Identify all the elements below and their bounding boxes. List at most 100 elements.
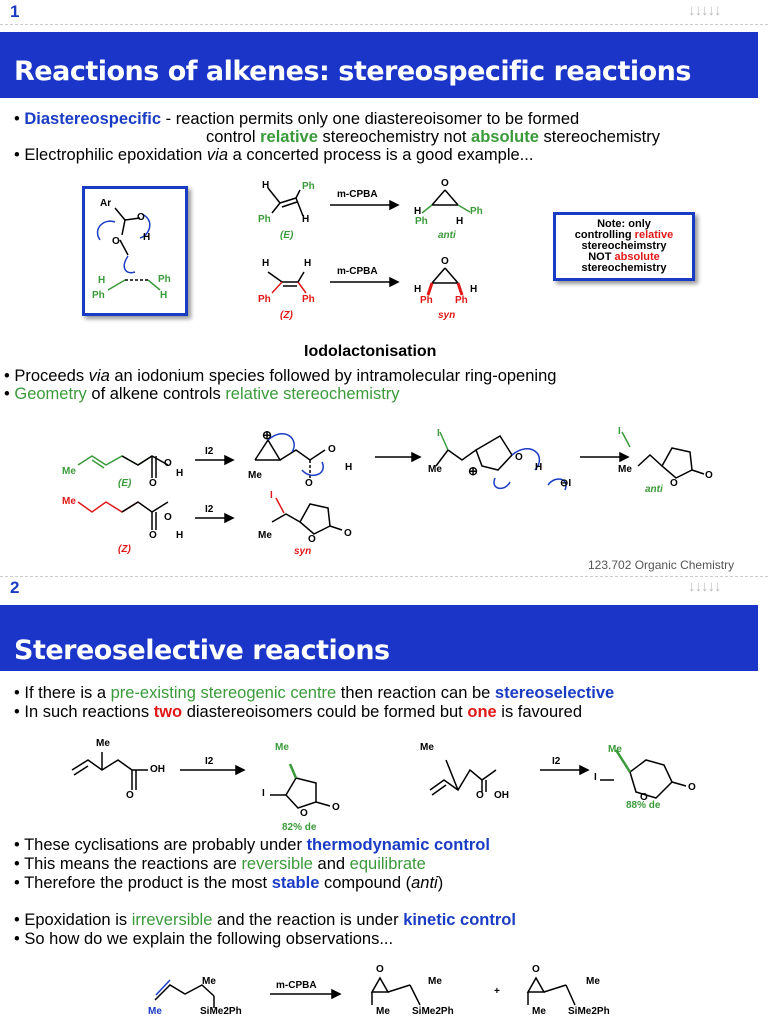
text: of alkene controls (86, 385, 226, 403)
atom-o: O (640, 792, 648, 803)
text: a concerted process is a good example... (228, 146, 534, 164)
note-line: stereochemistry (581, 262, 667, 274)
term-diastereospecific: Diastereospecific (24, 110, 162, 128)
atom-o: O (376, 964, 384, 975)
atom-oh: OH (494, 790, 509, 801)
reagent-i2: I2 (552, 756, 561, 767)
atom-me: Me (258, 530, 272, 541)
atom-o: O (441, 256, 449, 267)
term-relative-stereochemistry: relative stereochemistry (225, 385, 400, 403)
atom-h: H (304, 258, 312, 269)
de-value-2: 88% de (626, 800, 661, 811)
atom-o: O (332, 802, 340, 813)
atom-me: Me (428, 976, 442, 987)
text-via: via (88, 367, 110, 385)
silyl-group: SiMe2Ph (200, 1006, 242, 1017)
atom-h: H (414, 206, 422, 217)
atom-i: I (270, 490, 273, 501)
atom-o: O (300, 808, 308, 819)
atom-o: O (164, 512, 172, 523)
atom-o: O (688, 782, 696, 793)
atom-o: O (344, 528, 352, 539)
atom-h: H (470, 284, 478, 295)
atom-h: H (176, 530, 184, 541)
text: Proceeds (14, 367, 89, 385)
text: Epoxidation is (24, 911, 132, 929)
bullet-proceeds: • Proceeds via an iodonium species follo… (4, 367, 557, 385)
note-text: controlling (574, 229, 635, 241)
bullet-diastereospecific: • Diastereospecific - reaction permits o… (14, 110, 580, 128)
bullet-geometry: • Geometry of alkene controls relative s… (4, 385, 400, 403)
atom-me: Me (420, 742, 434, 753)
atom-o: O (476, 790, 484, 801)
term-thermodynamic: thermodynamic control (306, 836, 490, 854)
atom-o: O (328, 444, 336, 455)
atom-h: H (143, 232, 151, 243)
text-anti: anti (411, 874, 438, 892)
atom-h: H (345, 462, 353, 473)
bullet-observations: • So how do we explain the following obs… (14, 930, 394, 948)
nav-arrows-icon[interactable]: ↓↓↓↓↓ (688, 578, 721, 595)
text: Electrophilic epoxidation (24, 146, 207, 164)
footer-course: 123.702 Organic Chemistry (588, 558, 735, 572)
divider (0, 576, 768, 577)
atom-me: Me (62, 496, 76, 507)
atom-o: O (164, 458, 172, 469)
atom-ph: Ph (302, 294, 315, 305)
atom-ar: Ar (100, 198, 112, 209)
text: If there is a (24, 684, 111, 702)
atom-h: H (262, 258, 270, 269)
nav-arrows-icon[interactable]: ↓↓↓↓↓ (688, 2, 721, 19)
atom-ph: Ph (470, 206, 483, 217)
text: In such reactions (24, 703, 154, 721)
atom-me: Me (376, 1006, 390, 1017)
text: stereochemistry (538, 128, 660, 146)
bullet-thermodynamic: • These cyclisations are probably under … (14, 836, 490, 854)
atom-me: Me (62, 466, 76, 477)
atom-h: H (176, 468, 184, 479)
iodide-anion: ⊖I (560, 478, 572, 489)
atom-me: Me (148, 1006, 162, 1017)
note-line: Note: only (597, 218, 651, 230)
atom-o: O (532, 964, 540, 975)
label-anti: anti (438, 230, 456, 241)
atom-me: Me (586, 976, 600, 987)
atom-me: Me (202, 976, 216, 987)
term-irreversible: irreversible (131, 911, 213, 929)
atom-o: O (705, 470, 713, 481)
atom-o: O (670, 478, 678, 489)
plus-sign: + (494, 986, 500, 997)
atom-me: Me (608, 744, 622, 755)
reagent-i2: I2 (205, 756, 214, 767)
term-one: one (467, 703, 497, 721)
oxonium-plus: ⊕ (468, 464, 479, 478)
divider (0, 24, 768, 25)
atom-ph: Ph (420, 295, 433, 306)
reagent-i2: I2 (205, 504, 214, 515)
atom-me: Me (618, 464, 632, 475)
term-stereoselective: stereoselective (494, 684, 615, 702)
atom-h: H (262, 180, 270, 191)
atom-me: Me (275, 742, 289, 753)
section-title-iodolactonisation: Iodolactonisation (304, 343, 437, 360)
bullet-text: - reaction permits only one diastereoiso… (161, 110, 580, 128)
text: ) (437, 874, 444, 892)
bullet-reversible: • This means the reactions are reversibl… (14, 855, 426, 873)
text: So how do we explain the following obser… (24, 930, 394, 948)
epoxidation-mechanism-box (82, 186, 188, 316)
atom-me: Me (248, 470, 262, 481)
note-line: stereocheimstry (581, 240, 667, 252)
slide-title-2: Stereoselective reactions (14, 635, 390, 666)
bullet-two-diastereoisomers: • In such reactions two diastereoisomers… (14, 703, 582, 721)
text: an iodonium species followed by intramol… (109, 367, 557, 385)
atom-i: I (618, 426, 621, 437)
de-value-1: 82% de (282, 822, 317, 833)
atom-h: H (456, 216, 464, 227)
iodonium-plus: ⊕ (262, 428, 273, 442)
text: compound ( (319, 874, 412, 892)
text: Therefore the product is the most (24, 874, 272, 892)
note-text: NOT (588, 251, 615, 263)
term-stable: stable (271, 874, 320, 892)
text-via: via (206, 146, 228, 164)
